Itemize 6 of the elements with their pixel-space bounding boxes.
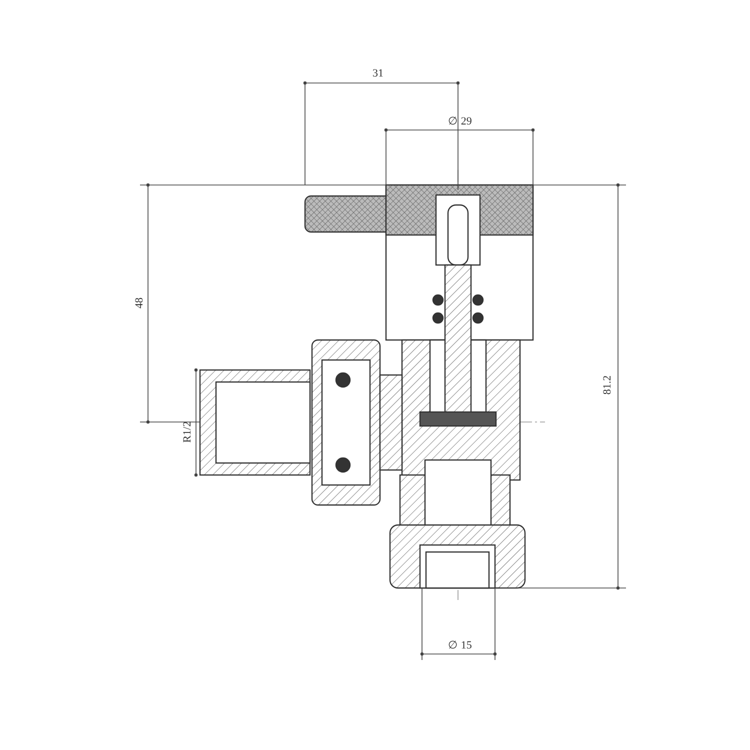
dimension-label: 48 (134, 298, 146, 308)
dimension-label: ∅ 15 (448, 640, 472, 652)
dimension-label: ∅ 29 (448, 116, 472, 128)
dimension-label: 81.2 (602, 375, 614, 395)
dimension-label: R1/2 (182, 421, 194, 443)
dimension-label: 31 (372, 68, 384, 80)
